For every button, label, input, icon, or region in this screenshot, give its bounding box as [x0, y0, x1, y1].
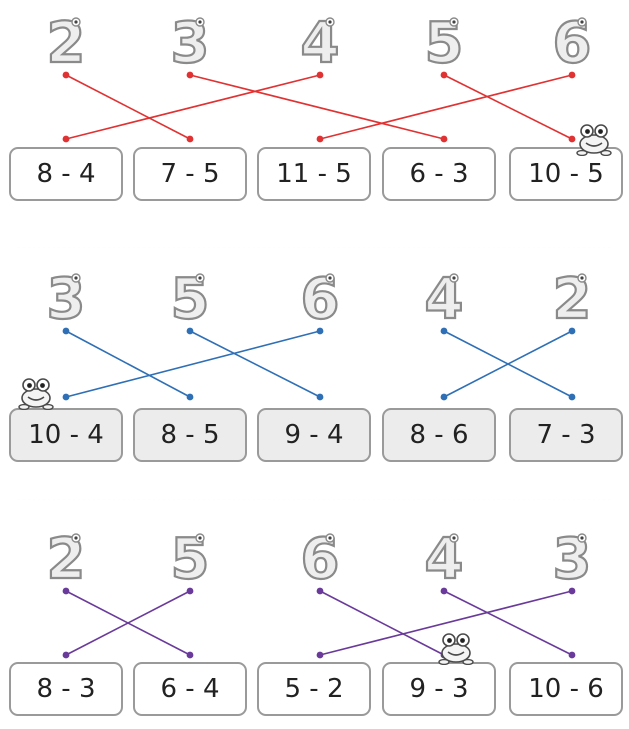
- row-separator: [14, 240, 614, 248]
- card-anchor-dot[interactable]: [62, 651, 70, 659]
- expression-card[interactable]: 9 - 4: [257, 408, 371, 462]
- card-anchor-dot[interactable]: [440, 135, 448, 143]
- digit-pupil-icon: [74, 276, 78, 280]
- card-anchor-dot[interactable]: [316, 651, 324, 659]
- digit-character-5: 5: [162, 264, 218, 333]
- digit-glyph: 3: [553, 527, 592, 592]
- digit-character-6: 6: [292, 524, 348, 593]
- expression-card[interactable]: 10 - 5: [509, 147, 623, 201]
- digit-pupil-icon: [580, 536, 584, 540]
- digit-pupil-icon: [328, 536, 332, 540]
- match-line: [443, 330, 573, 398]
- digit-character-2: 2: [38, 524, 94, 593]
- digit-pupil-icon: [198, 20, 202, 24]
- expression-card[interactable]: 5 - 2: [257, 662, 371, 716]
- match-line: [189, 330, 321, 398]
- digit-character-5: 5: [416, 8, 472, 77]
- digit-character-4: 4: [292, 8, 348, 77]
- expression-card[interactable]: 10 - 6: [509, 662, 623, 716]
- match-line: [65, 330, 321, 398]
- card-anchor-dot[interactable]: [568, 393, 576, 401]
- expression-card[interactable]: 6 - 3: [382, 147, 496, 201]
- digit-character-3: 3: [38, 264, 94, 333]
- card-anchor-dot[interactable]: [568, 651, 576, 659]
- digit-pupil-icon: [452, 20, 456, 24]
- frog-mascot-icon: [574, 122, 614, 157]
- match-line: [189, 74, 445, 140]
- card-anchor-dot[interactable]: [186, 651, 194, 659]
- digit-character-4: 4: [416, 264, 472, 333]
- expression-card[interactable]: 8 - 6: [382, 408, 496, 462]
- digit-character-2: 2: [544, 264, 600, 333]
- match-line: [65, 590, 191, 656]
- row-separator: [14, 492, 614, 500]
- digit-pupil-icon: [580, 276, 584, 280]
- match-line: [65, 74, 191, 140]
- digit-character-5: 5: [162, 524, 218, 593]
- card-anchor-dot[interactable]: [316, 393, 324, 401]
- frog-mascot-icon: [436, 631, 476, 666]
- card-anchor-dot[interactable]: [316, 135, 324, 143]
- expression-card[interactable]: 8 - 3: [9, 662, 123, 716]
- card-anchor-dot[interactable]: [186, 393, 194, 401]
- expression-card[interactable]: 8 - 4: [9, 147, 123, 201]
- digit-pupil-icon: [328, 276, 332, 280]
- digit-pupil-icon: [74, 536, 78, 540]
- match-line: [443, 330, 573, 398]
- digit-character-3: 3: [544, 524, 600, 593]
- digit-pupil-icon: [452, 536, 456, 540]
- digit-character-6: 6: [292, 264, 348, 333]
- expression-card[interactable]: 10 - 4: [9, 408, 123, 462]
- expression-card[interactable]: 9 - 3: [382, 662, 496, 716]
- digit-character-6: 6: [544, 8, 600, 77]
- match-line: [443, 74, 573, 140]
- digit-pupil-icon: [580, 20, 584, 24]
- expression-card[interactable]: 6 - 4: [133, 662, 247, 716]
- card-anchor-dot[interactable]: [440, 393, 448, 401]
- match-line: [319, 590, 445, 656]
- match-line: [65, 590, 191, 656]
- digit-character-2: 2: [38, 8, 94, 77]
- frog-mascot-icon: [16, 376, 56, 411]
- match-line: [319, 74, 573, 140]
- expression-card[interactable]: 7 - 5: [133, 147, 247, 201]
- digit-pupil-icon: [328, 20, 332, 24]
- digit-pupil-icon: [198, 276, 202, 280]
- digit-glyph: 4: [425, 267, 464, 332]
- digit-character-4: 4: [416, 524, 472, 593]
- digit-pupil-icon: [198, 536, 202, 540]
- match-line: [65, 74, 321, 140]
- match-line: [65, 330, 191, 398]
- card-anchor-dot[interactable]: [62, 135, 70, 143]
- digit-pupil-icon: [452, 276, 456, 280]
- digit-character-3: 3: [162, 8, 218, 77]
- expression-card[interactable]: 11 - 5: [257, 147, 371, 201]
- expression-card[interactable]: 7 - 3: [509, 408, 623, 462]
- expression-card[interactable]: 8 - 5: [133, 408, 247, 462]
- card-anchor-dot[interactable]: [186, 135, 194, 143]
- digit-pupil-icon: [74, 20, 78, 24]
- digit-glyph: 3: [47, 267, 86, 332]
- card-anchor-dot[interactable]: [62, 393, 70, 401]
